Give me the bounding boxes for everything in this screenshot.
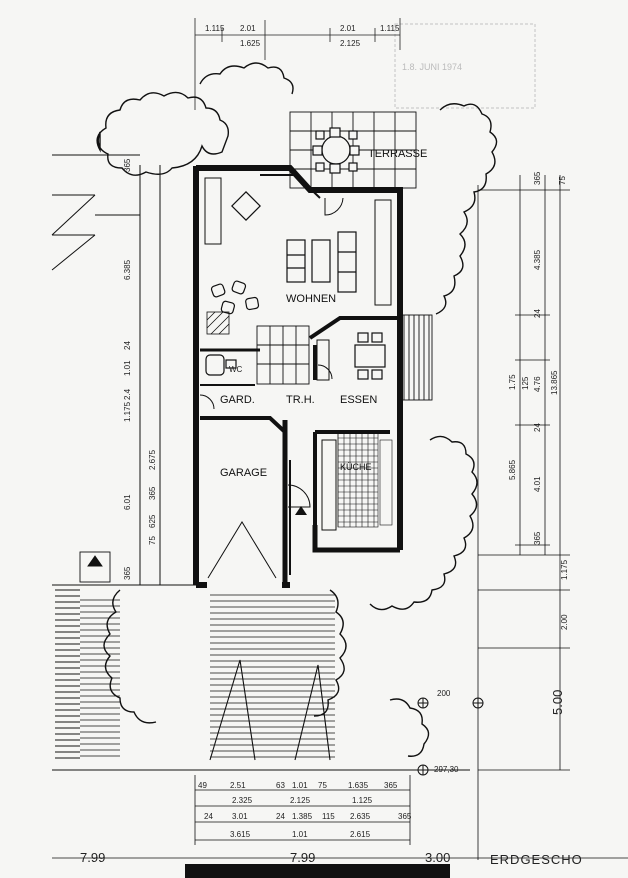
right-dim-b: 75 [558,176,567,185]
bdim-r4-2: 2.615 [350,830,371,839]
right-dim-l: 365 [533,531,542,545]
entrance-arrow-icon [295,506,307,515]
top-dim-f: 1.115 [380,24,400,33]
bdim-r3-1: 3.01 [232,812,248,821]
right-dim-a: 365 [533,171,542,185]
top-dimensions [194,18,401,110]
bdim-r1-2: 63 [276,781,285,790]
level-top: 200 [437,689,451,698]
left-dim-c: 24 [123,341,132,350]
bdim-r2-1: 2.125 [290,796,311,805]
left-site-lines [51,154,470,771]
right-dim-d: 24 [533,309,542,318]
furniture [205,191,386,380]
right-dim-m: 1.175 [560,559,569,580]
room-label-wohnen: WOHNEN [286,293,336,305]
left-dim-k: 625 [148,514,157,528]
bdim-r3-4: 115 [322,812,335,821]
windows [204,177,392,531]
neighbour-stairs [55,551,111,759]
left-dim-e: 2.4 [123,388,132,400]
bdim-r3-0: 24 [204,812,213,821]
room-label-trh: TR.H. [286,394,315,406]
right-dimension-lines [477,175,570,860]
left-dimensions: 365 6.385 24 1.01 2.4 1.175 2.675 6.01 3… [123,158,157,580]
room-label-wc: WC [229,365,243,374]
bdim-r2-2: 1.125 [352,796,373,805]
left-dim-i: 365 [148,486,157,500]
room-label-garage: GARAGE [220,467,267,479]
exterior-stairs [80,594,335,761]
bdim-r3-3: 1.385 [292,812,313,821]
bdim-r3-6: 365 [398,812,412,821]
tree-outlines [96,62,498,757]
right-dim-f: 125 [521,376,530,390]
kitchen-tiles [337,431,393,528]
approval-stamp: 1.8. JUNI 1974 [394,23,536,109]
bdim-r2-0: 2.325 [232,796,253,805]
right-dim-j: 5.865 [508,459,517,480]
bdim-r1-4: 75 [318,781,327,790]
left-dim-d: 1.01 [123,360,132,376]
right-dimensions: 365 75 4.385 24 1.75 125 4.76 13.865 24 … [508,171,569,715]
door-swings [199,197,344,508]
level-bottom: 297,30 [434,765,459,774]
bdim-r3-5: 2.635 [350,812,371,821]
right-dim-n: 2.00 [560,614,569,630]
inner-stair [256,325,310,385]
bdim-r3-2: 24 [276,812,285,821]
bottom-dimension-lines [52,775,628,859]
footer-dim-left: 7.99 [80,850,105,865]
terrace-table-set [312,127,360,174]
left-dim-g: 2.675 [148,449,157,470]
left-dim-f: 1.175 [123,401,132,422]
left-dim-h: 6.01 [123,494,132,510]
plan-title: ERDGESCHO [490,852,583,867]
bdim-r4-0: 3.615 [230,830,251,839]
footer-dim-right: 3.00 [425,850,450,865]
room-label-kueche: KÜCHE [340,462,372,472]
level-markers [417,697,484,776]
left-dim-j: 75 [148,536,157,545]
bottom-edge-bar [185,864,450,878]
bdim-r1-3: 1.01 [292,781,308,790]
garage-door [207,521,277,579]
bdim-r1-1: 2.51 [230,781,246,790]
hatched-block [206,311,230,335]
right-dim-k: 4.01 [533,476,542,492]
top-dim-c: 1.625 [240,39,261,48]
right-dim-i: 24 [533,423,542,432]
bdim-r1-0: 49 [198,781,207,790]
room-label-essen: ESSEN [340,394,377,406]
top-dim-b: 2.01 [240,24,256,33]
room-label-gard: GARD. [220,394,255,406]
bdim-r4-1: 1.01 [292,830,308,839]
bdim-r1-5: 1.635 [348,781,369,790]
left-dim-a: 365 [123,158,132,172]
stamp-date: 1.8. JUNI 1974 [402,62,462,72]
top-dim-a: 1.115 [205,24,225,33]
left-dim-b: 6.385 [123,259,132,280]
right-dim-g: 4.76 [533,376,542,392]
side-stair [399,314,433,401]
right-dim-o: 5.00 [550,690,565,715]
bdim-r1-6: 365 [384,781,398,790]
right-dim-h: 13.865 [550,370,559,395]
top-dim-d: 2.01 [340,24,356,33]
top-dim-e: 2.125 [340,39,361,48]
right-dim-e: 1.75 [508,374,517,390]
footer-dim-mid: 7.99 [290,850,315,865]
left-dim-l: 365 [123,566,132,580]
room-label-terrasse: TERRASSE [368,148,427,160]
right-dim-c: 4.385 [533,249,542,270]
bottom-dimensions: 49 2.51 63 1.01 75 1.635 365 2.325 2.125… [198,781,412,839]
